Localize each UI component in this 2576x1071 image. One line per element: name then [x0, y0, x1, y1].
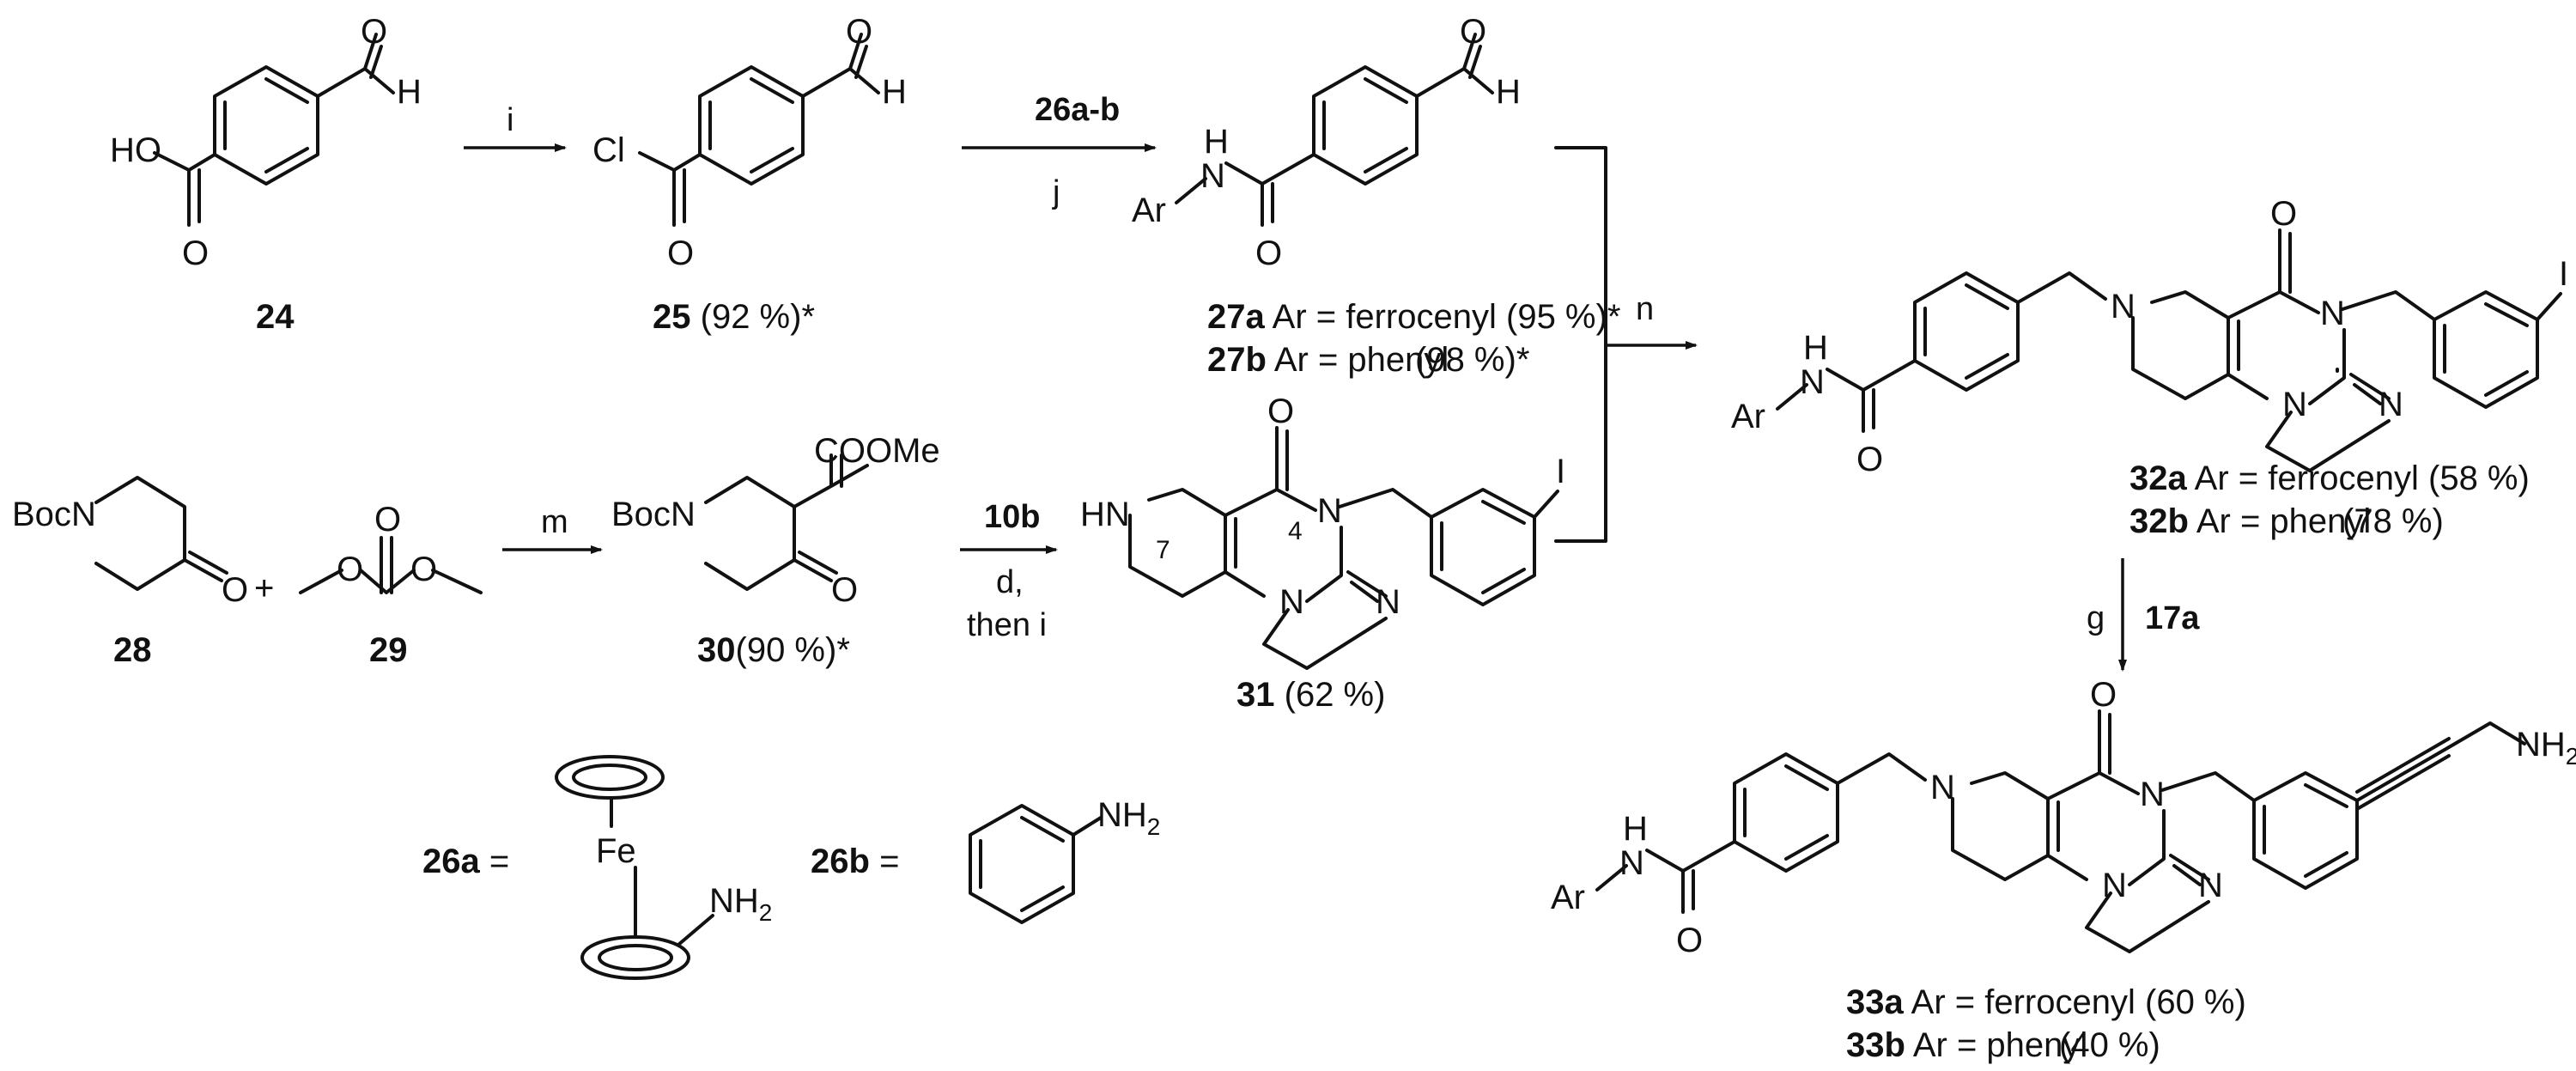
- atom-n: N: [1619, 844, 1644, 882]
- atom-h: H: [397, 73, 422, 111]
- atom-n: N: [1376, 583, 1400, 621]
- atom-o: O: [410, 551, 437, 588]
- reagent-m: m: [541, 504, 568, 540]
- reagent-d: d,: [996, 564, 1024, 600]
- atom-o: O: [667, 234, 694, 272]
- atom-n: N: [1317, 492, 1342, 530]
- atom-ar: Ar: [1731, 398, 1765, 435]
- atom-ar: Ar: [1551, 879, 1585, 916]
- reagent-10b: 10b: [984, 499, 1040, 535]
- atom-fe: Fe: [596, 832, 636, 870]
- atom-o: O: [1255, 234, 1282, 272]
- atom-hn: HN: [1080, 496, 1130, 533]
- atom-coome: COOMe: [814, 432, 940, 470]
- atom-o: O: [222, 571, 248, 609]
- atom-o: O: [846, 13, 872, 51]
- compound-label-32a: 32a Ar = ferrocenyl (58 %): [2129, 459, 2530, 497]
- atom-n: N: [2282, 386, 2307, 423]
- atom-h: H: [882, 73, 907, 111]
- atom-i: I: [2559, 255, 2568, 293]
- compound-33-structure: O N N N N NH2 H N Ar O: [1551, 676, 2576, 959]
- atom-h: H: [1496, 73, 1521, 111]
- atom-n: N: [2140, 776, 2165, 813]
- reagent-i: i: [507, 102, 513, 138]
- compound-27-structure: O H H N Ar O: [1132, 13, 1521, 272]
- atom-n: N: [2320, 295, 2345, 332]
- atom-h: H: [1803, 329, 1828, 367]
- atom-n: N: [1200, 157, 1225, 195]
- locant-4: 4: [1288, 517, 1303, 545]
- compound-label-29: 29: [369, 631, 408, 669]
- atom-n: N: [2102, 867, 2127, 904]
- atom-cl: Cl: [592, 131, 625, 169]
- atom-o: O: [1856, 441, 1883, 478]
- atom-n: N: [1800, 363, 1825, 401]
- reagent-then-i: then i: [967, 607, 1047, 643]
- reagent-n: n: [1636, 291, 1654, 327]
- compound-26b-structure: NH2: [969, 796, 1160, 924]
- compound-label-24: 24: [256, 298, 295, 336]
- atom-ar: Ar: [1132, 192, 1166, 229]
- atom-o: O: [2270, 195, 2297, 233]
- atom-o: O: [2090, 676, 2117, 714]
- reagent-17a: 17a: [2145, 600, 2200, 636]
- atom-n: N: [2379, 386, 2403, 423]
- reagent-g: g: [2087, 600, 2105, 636]
- atom-boc: BocN: [12, 496, 96, 533]
- compound-label-30: 30(90 %)*: [697, 631, 850, 669]
- compound-label-25: 25 (92 %)*: [653, 298, 815, 336]
- compound-24-structure: O H HO O: [110, 13, 422, 272]
- atom-o: O: [1460, 13, 1486, 51]
- atom-o: O: [182, 234, 209, 272]
- atom-o: O: [361, 13, 387, 51]
- atom-nh2: NH2: [709, 882, 772, 926]
- atom-o: O: [374, 501, 401, 539]
- compound-label-26b: 26b =: [811, 843, 899, 880]
- reagent-j: j: [1052, 174, 1060, 210]
- compound-label-26a: 26a =: [422, 843, 509, 880]
- compound-28-structure: BocN O: [12, 476, 248, 609]
- atom-boc: BocN: [611, 496, 696, 533]
- atom-n: N: [2198, 867, 2223, 904]
- atom-o: O: [831, 571, 858, 609]
- compound-label-33b: 33b Ar = phenyl(40 %): [1846, 1026, 2160, 1064]
- atom-ho: HO: [110, 131, 161, 169]
- compound-25-structure: O H Cl O: [592, 13, 907, 272]
- compound-label-31: 31 (62 %): [1236, 676, 1385, 714]
- atom-o: O: [1267, 392, 1294, 430]
- compound-label-33a: 33a Ar = ferrocenyl (60 %): [1846, 983, 2246, 1021]
- plus-sign: +: [254, 569, 274, 607]
- reagent-26a-b: 26a-b: [1035, 92, 1120, 128]
- compound-label-32b: 32b Ar = phenyl(78 %): [2129, 502, 2444, 540]
- compound-31-structure: O HN 7 4 N N N I: [1080, 392, 1565, 670]
- compound-label-28: 28: [113, 631, 152, 669]
- compound-29-structure: O O O: [299, 501, 483, 594]
- compound-32-structure: O N N N N I H N Ar O: [1731, 195, 2568, 478]
- compound-26a-structure: Fe NH2: [555, 755, 772, 980]
- compound-label-27b: 27b Ar = phenyl(98 %)*: [1207, 341, 1529, 379]
- atom-h: H: [1204, 123, 1229, 161]
- atom-o: O: [1676, 922, 1703, 959]
- atom-nh2: NH2: [1097, 796, 1160, 840]
- compound-30-structure: BocN COOMe O: [611, 432, 940, 609]
- locant-7: 7: [1156, 536, 1170, 564]
- atom-h: H: [1623, 810, 1648, 848]
- atom-n: N: [2111, 288, 2136, 326]
- atom-nh2: NH2: [2516, 726, 2576, 770]
- atom-i: I: [1556, 453, 1565, 490]
- atom-n: N: [1279, 583, 1304, 621]
- atom-n: N: [1930, 769, 1955, 806]
- atom-o: O: [337, 551, 363, 588]
- compound-label-27a: 27a Ar = ferrocenyl (95 %)*: [1207, 298, 1620, 336]
